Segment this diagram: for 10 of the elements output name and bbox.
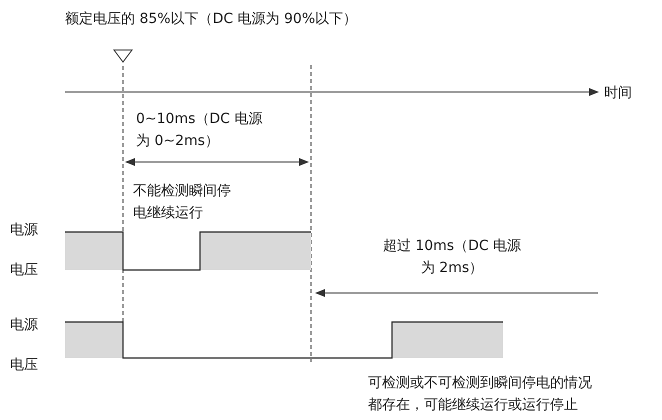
axis-label: 电源: [10, 316, 39, 335]
duration-label: 0~10ms（DC 电源为 0~2ms）: [136, 110, 264, 151]
axis-label: 电源: [10, 221, 39, 240]
axis-label: 电压: [10, 261, 39, 280]
axis-label: 时间: [604, 84, 633, 103]
duration-label: 超过 10ms（DC 电源为 2ms）: [382, 237, 522, 278]
status-note: 不能检测瞬间停电继续运行: [133, 182, 232, 223]
axis-label: 电压: [10, 356, 39, 375]
status-note: 可检测或不可检测到瞬间停电的情况都存在，可能继续运行或运行停止: [368, 374, 593, 415]
header-note: 额定电压的 85%以下（DC 电源为 90%以下）: [65, 10, 358, 29]
